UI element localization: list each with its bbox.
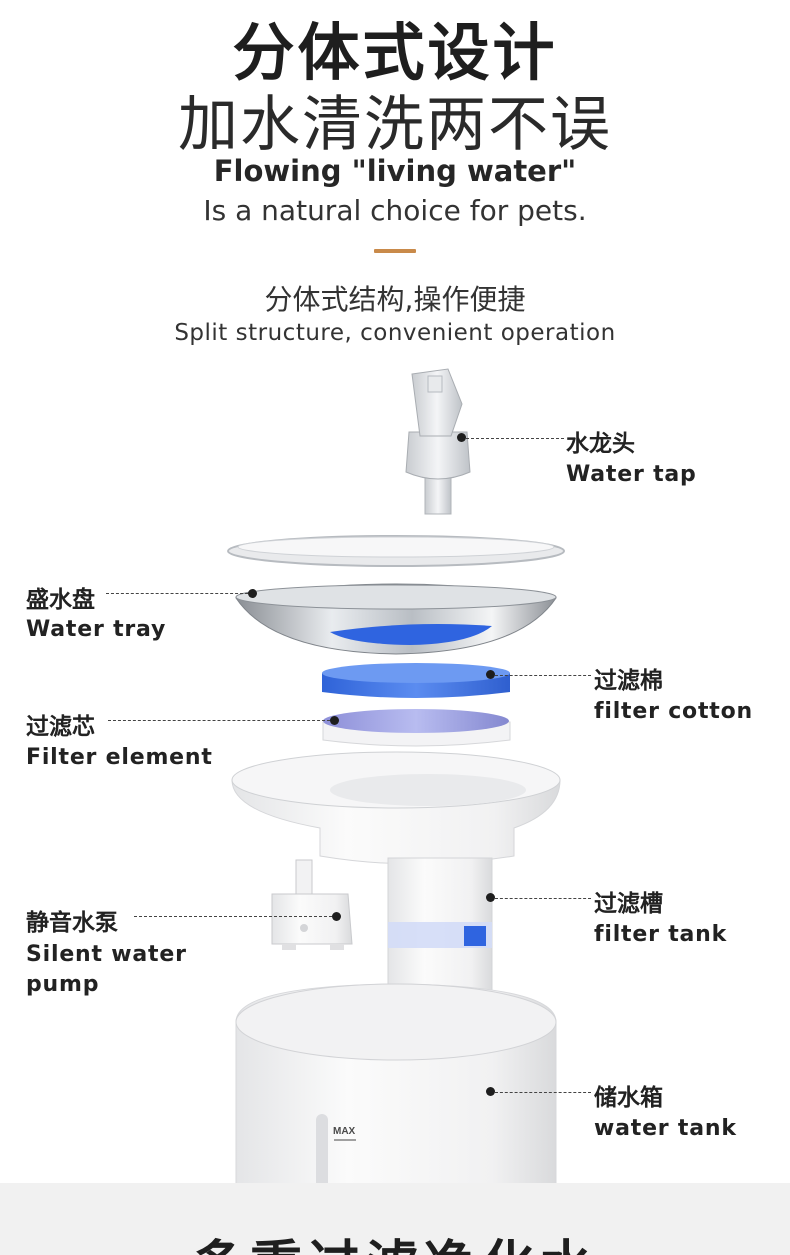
product-exploded-view [227,368,565,1190]
silent-pump-part [271,859,353,950]
tagline-line-2: Is a natural choice for pets. [203,194,587,227]
filter-tank-callout-dot [486,893,495,902]
tagline-line-1: Flowing "living water" [213,154,577,188]
filter-element-label-en: Filter element [26,745,213,770]
filter-cotton-callout-dot [486,670,495,679]
silent-pump-callout-dot [332,912,341,921]
next-section-title: 多重过滤净化水 [0,1223,790,1255]
filter-element-part [322,709,511,747]
water-tank-leader [495,1092,591,1093]
section-title-cn: 分体式结构,操作便捷 [264,283,526,316]
silent-pump-label-en-1: Silent water [26,942,187,967]
filter-cotton-part [322,663,510,698]
filter-tank-label-cn: 过滤槽 [594,891,663,917]
water-tank-part [235,983,557,1190]
filter-element-label-cn: 过滤芯 [26,714,95,740]
water-tank-label-cn: 储水箱 [594,1085,663,1111]
filter-cotton-leader [495,675,591,676]
accent-divider [374,249,416,253]
filter-element-callout-dot [330,716,339,725]
max-level-mark: MAX [333,1126,356,1137]
filter-cotton-label-cn: 过滤棉 [594,668,663,694]
page-subtitle: 加水清洗两不误 [178,90,612,160]
clear-lid-part [227,535,565,567]
water-tap-part [405,368,471,515]
water-tap-label-en: Water tap [566,462,697,487]
filter-housing-part [231,751,561,1047]
filter-tank-label-en: filter tank [594,922,728,947]
page-title: 分体式设计 [232,16,558,89]
water-tray-part [235,583,557,655]
silent-pump-label-cn: 静音水泵 [26,910,118,936]
water-tray-label-cn: 盛水盘 [26,587,95,613]
filter-element-leader [108,720,330,721]
water-tray-label-en: Water tray [26,617,167,642]
filter-tank-leader [495,898,591,899]
water-tap-leader [466,438,564,439]
filter-cotton-label-en: filter cotton [594,699,753,724]
water-tap-label-cn: 水龙头 [566,431,635,457]
water-tray-callout-dot [248,589,257,598]
next-section-band: 多重过滤净化水 [0,1183,790,1255]
water-tray-leader [106,593,248,594]
silent-pump-leader [134,916,332,917]
water-tap-callout-dot [457,433,466,442]
water-tank-callout-dot [486,1087,495,1096]
silent-pump-label-en-2: pump [26,972,100,997]
section-title-en: Split structure, convenient operation [174,320,616,346]
water-tank-label-en: water tank [594,1116,737,1141]
